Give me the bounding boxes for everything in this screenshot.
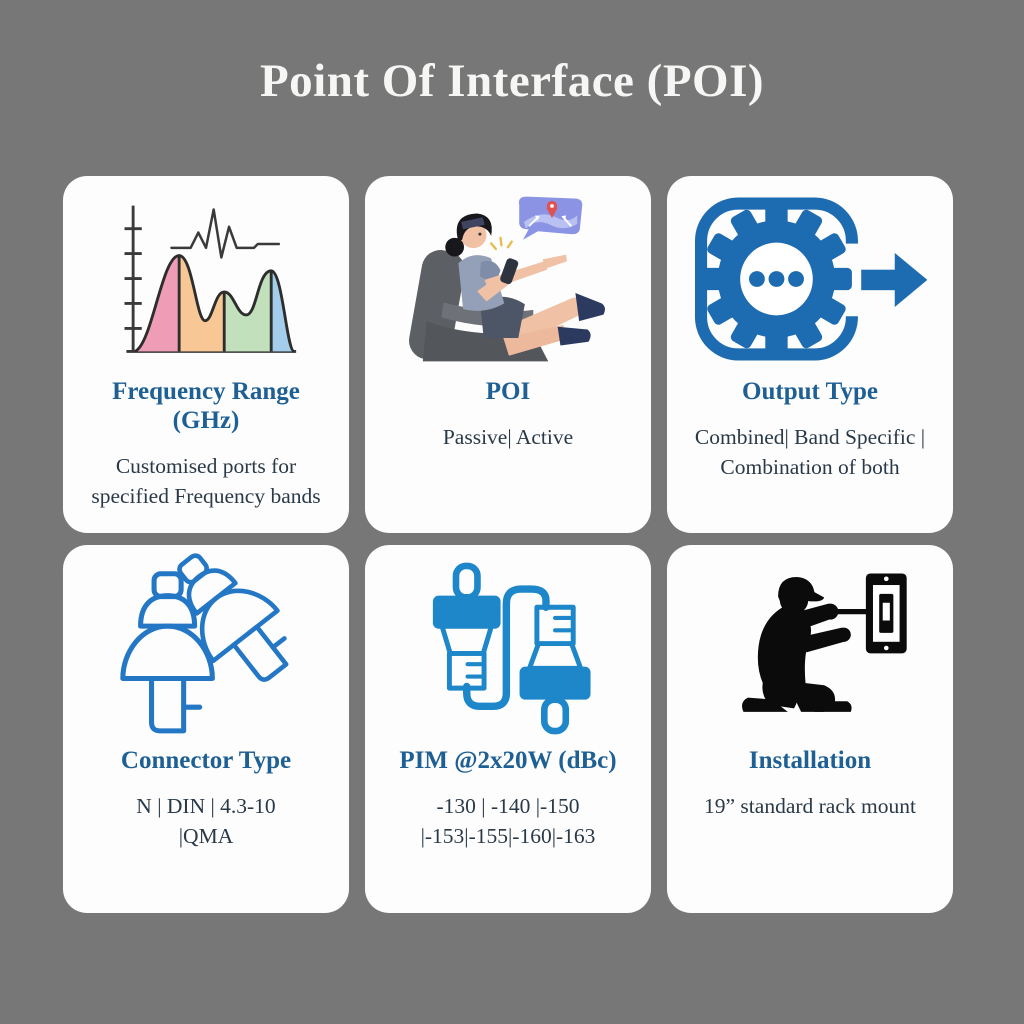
card-description: N | DIN | 4.3-10 |QMA xyxy=(136,793,276,848)
card-poi: POI Passive| Active xyxy=(365,176,651,533)
card-pim: PIM @2x20W (dBc) -130 | -140 |-150 |-153… xyxy=(365,545,651,913)
rf-connectors-icon xyxy=(77,559,335,737)
card-title: PIM @2x20W (dBc) xyxy=(399,747,617,774)
card-description: Customised ports for specified Frequency… xyxy=(91,453,321,508)
card-title: Connector Type xyxy=(120,747,292,774)
card-title: Installation xyxy=(748,747,872,774)
card-title: Frequency Range (GHz) xyxy=(112,378,300,434)
card-grid: Frequency Range (GHz) Customised ports f… xyxy=(63,176,953,913)
person-pointing-poi-illustration xyxy=(379,190,637,368)
card-installation: Installation 19” standard rack mount xyxy=(667,545,953,913)
gear-output-arrow-icon xyxy=(681,190,939,368)
card-description: Combined| Band Specific | Combination of… xyxy=(694,424,926,479)
cable-plugs-icon xyxy=(379,559,637,737)
card-description: Passive| Active xyxy=(442,424,574,449)
technician-install-icon xyxy=(681,559,939,737)
page-title: Point Of Interface (POI) xyxy=(259,55,765,107)
card-description: 19” standard rack mount xyxy=(704,793,916,818)
spectrum-chart-icon xyxy=(77,190,335,368)
card-title: POI xyxy=(485,378,531,405)
card-frequency-range: Frequency Range (GHz) Customised ports f… xyxy=(63,176,349,533)
card-description: -130 | -140 |-150 |-153|-155|-160|-163 xyxy=(420,793,596,848)
card-title: Output Type xyxy=(742,378,878,405)
card-connector-type: Connector Type N | DIN | 4.3-10 |QMA xyxy=(63,545,349,913)
card-output-type: Output Type Combined| Band Specific | Co… xyxy=(667,176,953,533)
